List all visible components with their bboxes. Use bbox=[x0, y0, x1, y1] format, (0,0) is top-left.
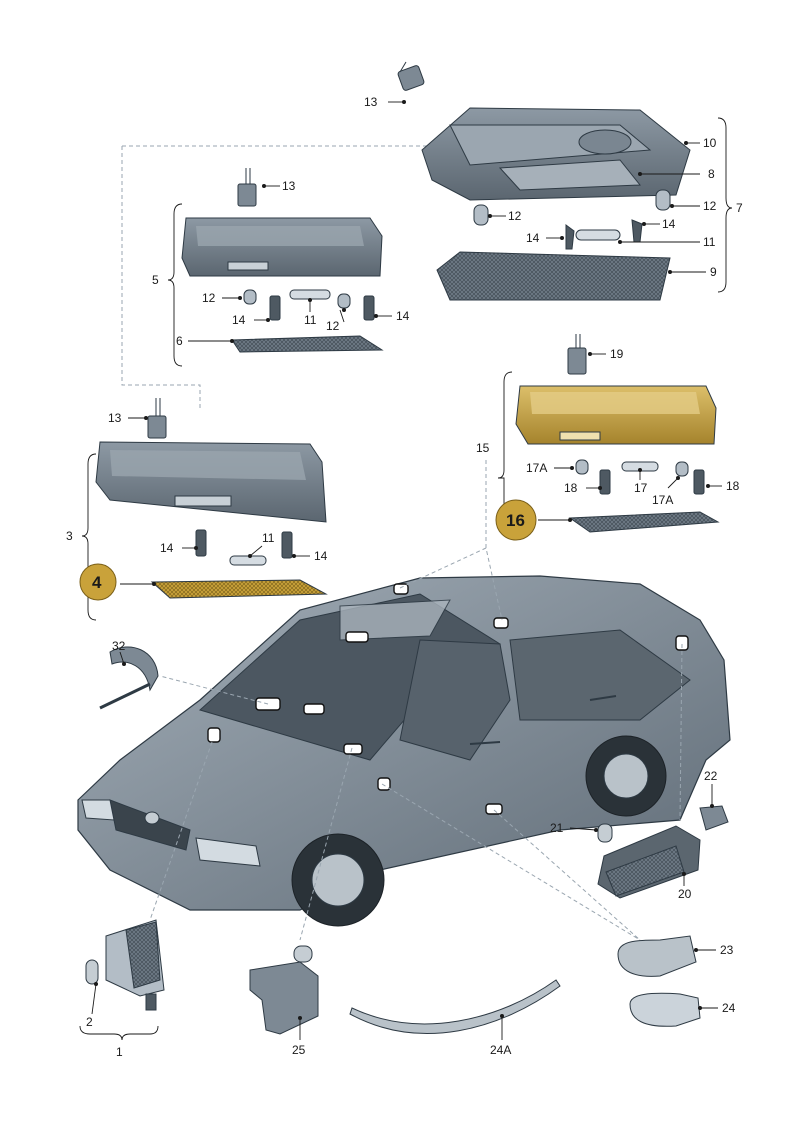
labels: 13 10 8 12 12 7 14 14 11 9 13 5 12 14 11… bbox=[66, 95, 743, 1059]
screw-14-f bbox=[281, 531, 293, 559]
label-20[interactable]: 20 bbox=[678, 887, 692, 901]
label-14-c[interactable]: 14 bbox=[232, 313, 246, 327]
label-14-b[interactable]: 14 bbox=[526, 231, 540, 245]
bulb-17a-left bbox=[575, 459, 589, 475]
label-21[interactable]: 21 bbox=[550, 821, 564, 835]
label-4[interactable]: 4 bbox=[92, 573, 102, 592]
label-10[interactable]: 10 bbox=[703, 136, 717, 150]
label-14-d[interactable]: 14 bbox=[396, 309, 410, 323]
label-14-e[interactable]: 14 bbox=[160, 541, 174, 555]
festoon-bulb-11-mid bbox=[289, 289, 331, 300]
label-18-a[interactable]: 18 bbox=[564, 481, 578, 495]
overhead-console-7 bbox=[397, 61, 691, 301]
lens-6 bbox=[231, 335, 384, 353]
interior-light-3 bbox=[95, 398, 328, 599]
label-17[interactable]: 17 bbox=[634, 481, 648, 495]
bulb-2 bbox=[85, 959, 99, 985]
console-lens-9 bbox=[436, 251, 671, 301]
festoon-bulb-11-top bbox=[575, 229, 621, 241]
label-14-f[interactable]: 14 bbox=[314, 549, 328, 563]
sunroof bbox=[339, 599, 451, 641]
label-11-c[interactable]: 11 bbox=[262, 531, 275, 545]
label-18-b[interactable]: 18 bbox=[726, 479, 740, 493]
label-17a-right[interactable]: 17A bbox=[652, 493, 673, 507]
lens-4-highlighted bbox=[150, 579, 328, 599]
bulb-21 bbox=[597, 823, 613, 843]
bulb-17a-right bbox=[675, 461, 689, 477]
label-16[interactable]: 16 bbox=[506, 511, 525, 530]
lamp-23 bbox=[617, 935, 697, 977]
cable-32 bbox=[109, 646, 159, 692]
bulb-12-right bbox=[655, 189, 671, 211]
bulb-12-mid-left bbox=[243, 289, 257, 305]
bracket-3 bbox=[81, 453, 97, 621]
label-15[interactable]: 15 bbox=[476, 441, 490, 455]
bulb-12-mid-right bbox=[337, 293, 351, 309]
label-22[interactable]: 22 bbox=[704, 769, 718, 783]
interior-light-15 bbox=[515, 334, 720, 533]
bracket-15 bbox=[497, 371, 513, 514]
label-11-b[interactable]: 11 bbox=[304, 313, 317, 327]
callout-4[interactable] bbox=[79, 563, 117, 601]
screw-18-a bbox=[599, 469, 611, 495]
label-23[interactable]: 23 bbox=[720, 943, 734, 957]
label-9[interactable]: 9 bbox=[710, 265, 717, 279]
connector-19 bbox=[567, 347, 587, 375]
screw-14-c bbox=[269, 295, 281, 321]
screw-14-a bbox=[565, 224, 575, 250]
label-7[interactable]: 7 bbox=[736, 201, 743, 215]
label-8[interactable]: 8 bbox=[708, 167, 715, 181]
screw-18-b bbox=[693, 469, 705, 495]
label-12-d[interactable]: 12 bbox=[326, 319, 340, 333]
connector-13-mid bbox=[237, 183, 257, 207]
label-13-top[interactable]: 13 bbox=[364, 95, 378, 109]
label-1[interactable]: 1 bbox=[116, 1045, 123, 1059]
trim-strip-24a bbox=[349, 979, 561, 1034]
label-6[interactable]: 6 bbox=[176, 334, 183, 348]
bracket-1 bbox=[79, 1025, 159, 1041]
label-13-mid[interactable]: 13 bbox=[282, 179, 296, 193]
screw-14-b bbox=[631, 219, 643, 243]
screw-14-e bbox=[195, 529, 207, 557]
bracket-5 bbox=[167, 203, 183, 367]
rear-window bbox=[509, 629, 691, 721]
connector-13-low bbox=[147, 415, 167, 439]
label-12-b[interactable]: 12 bbox=[703, 199, 717, 213]
label-32[interactable]: 32 bbox=[112, 639, 126, 653]
label-11-a[interactable]: 11 bbox=[703, 235, 716, 249]
connector-22 bbox=[699, 805, 729, 831]
label-12-c[interactable]: 12 bbox=[202, 291, 216, 305]
label-17a-left[interactable]: 17A bbox=[526, 461, 547, 475]
label-19[interactable]: 19 bbox=[610, 347, 624, 361]
bulb-12-left bbox=[473, 204, 489, 226]
label-5[interactable]: 5 bbox=[152, 273, 159, 287]
bracket-7 bbox=[717, 117, 733, 293]
label-12-a[interactable]: 12 bbox=[508, 209, 522, 223]
label-25[interactable]: 25 bbox=[292, 1043, 306, 1057]
leader-lines bbox=[91, 100, 722, 1040]
lens-16 bbox=[568, 511, 720, 533]
label-2[interactable]: 2 bbox=[86, 1015, 93, 1029]
door-switch-25 bbox=[249, 961, 319, 1035]
label-24a[interactable]: 24A bbox=[490, 1043, 511, 1057]
label-14-a[interactable]: 14 bbox=[662, 217, 676, 231]
car-illustration bbox=[77, 575, 731, 927]
lens-24 bbox=[629, 992, 701, 1027]
label-3[interactable]: 3 bbox=[66, 529, 73, 543]
connector-13-top bbox=[397, 65, 425, 91]
callout-16[interactable] bbox=[495, 499, 537, 541]
front-door-window bbox=[399, 639, 511, 761]
label-13-low[interactable]: 13 bbox=[108, 411, 122, 425]
interior-light-5 bbox=[181, 168, 384, 353]
dashed-link-top bbox=[121, 145, 430, 410]
label-24[interactable]: 24 bbox=[722, 1001, 736, 1015]
festoon-bulb-11-low bbox=[229, 555, 267, 566]
screw-14-d bbox=[363, 295, 375, 321]
